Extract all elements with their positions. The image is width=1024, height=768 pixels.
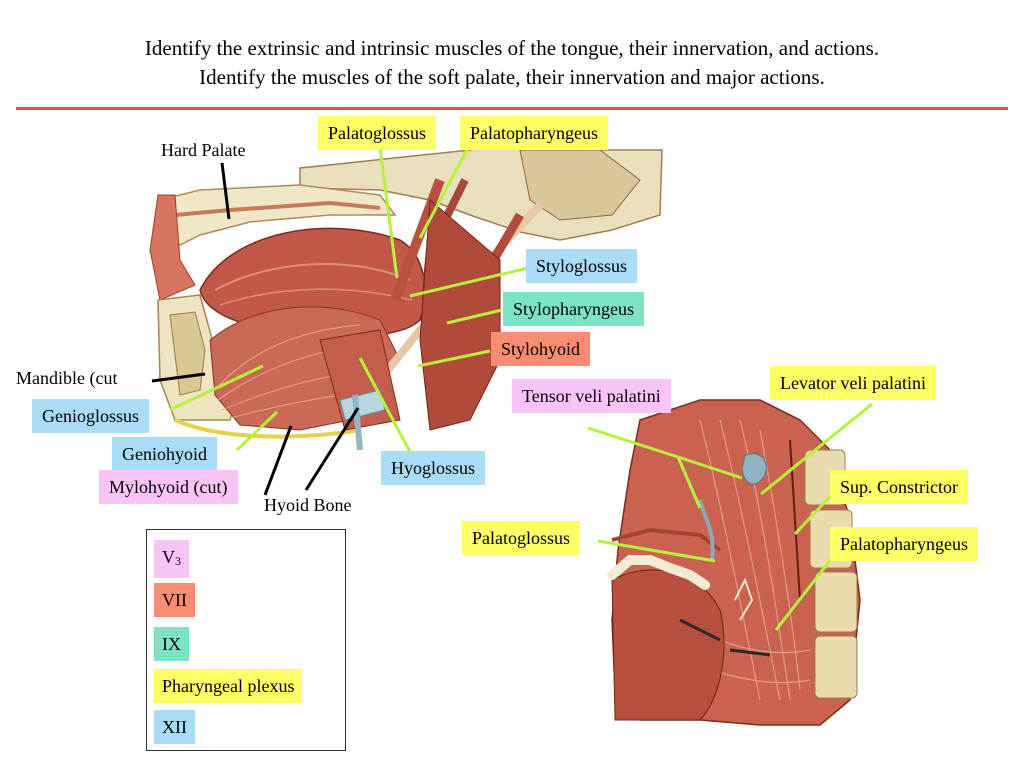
legend-ix: IX [154,627,189,661]
left-anatomy-illustration [149,139,663,451]
label-mylohyoid: Mylohyoid (cut) [99,470,238,504]
title-divider [16,107,1008,110]
legend-vii: VII [154,583,195,617]
label-palatopharyngeus-right: Palatopharyngeus [830,527,978,561]
label-stylopharyngeus: Stylopharyngeus [503,292,644,326]
label-palatoglossus-left: Palatoglossus [318,116,437,150]
label-palatoglossus-right: Palatoglossus [462,521,581,555]
label-geniohyoid: Geniohyoid [112,437,217,471]
label-levator-veli-palatini: Levator veli palatini [770,366,936,400]
label-styloglossus: Styloglossus [526,249,638,283]
legend-v3: V3 [154,540,189,578]
page-title: Identify the extrinsic and intrinsic mus… [0,34,1024,92]
title-line-1: Identify the extrinsic and intrinsic mus… [144,36,880,60]
legend-pharyngeal-plexus: Pharyngeal plexus [154,669,303,703]
label-stylohyoid: Stylohyoid [491,332,591,366]
right-anatomy-illustration [607,399,861,726]
legend-v3-base: V [162,547,175,567]
legend-v3-sub: 3 [175,554,181,568]
label-hard-palate: Hard Palate [161,140,246,160]
title-line-2: Identify the muscles of the soft palate,… [199,65,825,89]
innervation-legend: V3 VII IX Pharyngeal plexus XII [146,529,346,751]
label-hyoglossus: Hyoglossus [381,451,486,485]
label-tensor-veli-palatini: Tensor veli palatini [512,379,671,413]
black-leader-lines [151,162,360,496]
legend-xii: XII [154,710,195,744]
label-sup-constrictor: Sup. Constrictor [830,470,969,504]
label-mandible: Mandible (cut [16,368,118,388]
label-palatopharyngeus-left: Palatopharyngeus [460,116,608,150]
leader-lines [169,147,873,631]
label-genioglossus: Genioglossus [32,399,150,433]
label-hyoid-bone: Hyoid Bone [264,495,352,515]
